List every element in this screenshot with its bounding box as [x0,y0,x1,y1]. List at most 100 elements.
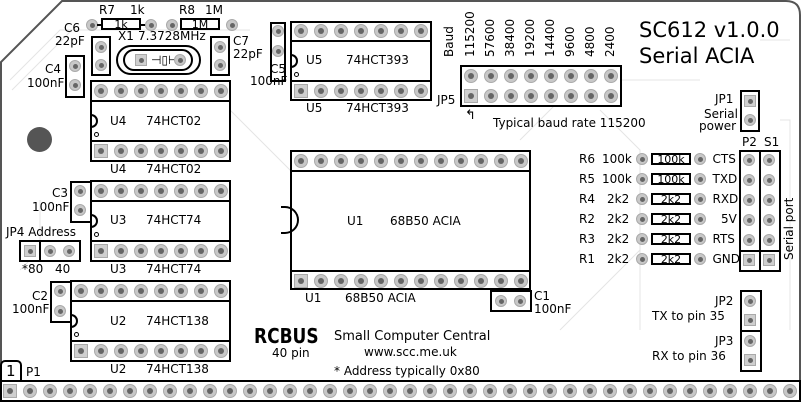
u5-pin [294,24,308,38]
u4-pin [174,84,188,98]
c1-pad-1 [495,295,507,307]
c1-pad-2 [514,295,526,307]
c7-pad-2 [214,59,226,71]
divider [290,170,531,172]
u1-pin [394,274,408,288]
u1-pin [414,274,428,288]
u3-part: 74HCT74 [146,213,202,227]
baud-rate-label: 115200 [463,11,477,57]
u1-ref-below: U1 [305,291,322,305]
c3-pad-1 [74,185,86,197]
p1-ref: P1 [26,365,41,379]
u1-pin [294,154,308,168]
divider [90,200,231,202]
serial-port-pin [743,174,755,186]
bus-pin [143,384,157,398]
jp1-pad-1 [744,95,756,107]
u4-pin [194,144,208,158]
baud-rate-label: 4800 [583,26,597,57]
u2-pin [214,284,228,298]
pin1-dot [74,332,79,337]
c2-ref: C2 [32,289,49,303]
u2-pin [134,344,148,358]
bus-pin [523,384,537,398]
c2-value: 100nF [12,302,50,316]
baud-label: Baud [442,26,456,57]
u2-pin [114,284,128,298]
serial-port-pin [743,194,755,206]
u5-pin [314,24,328,38]
bus-pin [623,384,637,398]
divider [739,250,781,252]
c6-pad-1 [95,41,107,53]
chip-notch [90,114,98,128]
u2-pin [134,284,148,298]
c4-ref: C4 [45,62,62,76]
u5-pin [394,84,408,98]
bus-pin [283,384,297,398]
resistor-pad [636,193,648,205]
bus-pin [103,384,117,398]
resistor-pad [636,213,648,225]
u5-part-below: 74HCT393 [346,101,409,115]
u1-outline [290,150,531,290]
x1-pad-1 [135,54,147,66]
u1-pin [514,274,528,288]
board-subtitle: Serial ACIA [639,44,755,68]
u2-pin [174,284,188,298]
jp5-bottom-pin [524,89,538,103]
bus-pin [743,384,757,398]
u1-pin [294,274,308,288]
u4-pin [114,84,128,98]
u1-pin [374,154,388,168]
u4-ref: U4 [110,114,127,128]
u2-pin [74,344,88,358]
divider [70,300,231,302]
serial-port-pin [763,214,775,226]
u4-pin [134,144,148,158]
u1-notch [281,206,299,234]
u4-pin [194,84,208,98]
u3-pin [94,184,108,198]
c6-pad-2 [95,59,107,71]
r8-value: 1M [205,3,223,17]
jp5-bottom-pin [504,89,518,103]
crystal-inner [123,49,193,71]
jp3-pad-1 [744,335,756,347]
jp4-option-40: 40 [55,262,71,276]
c1-ref: C1 [534,289,551,303]
jp1-ref: JP1 [715,92,734,106]
jp5-top-pin [564,69,578,83]
r8-ref: R8 [179,3,195,17]
jp5-top-pin [584,69,598,83]
u3-pin [214,244,228,258]
divider [70,340,231,342]
u5-ref: U5 [306,53,323,67]
resistor-ref: R3 [579,232,595,246]
serial-port-pin [763,154,775,166]
u4-pin [134,84,148,98]
u4-pin [94,144,108,158]
resistor-value: 2k2 [607,232,630,246]
divider [290,80,432,82]
bus-pin [383,384,397,398]
c1-value: 100nF [534,302,572,316]
serial-port-pin [743,234,755,246]
resistor-body: 2k2 [651,253,691,265]
jp2-label: TX to pin 35 [652,309,725,323]
bus-pin [463,384,477,398]
jp3-pad-2 [744,354,756,366]
x1-ref: X1 [118,29,134,43]
c6-ref: C6 [64,21,81,35]
jp5-bottom-pin [604,89,618,103]
board-title: SC612 v1.0.0 [639,18,780,42]
c7-value: 22pF [233,47,263,61]
u5-pin [294,84,308,98]
bus-pin [363,384,377,398]
bus-pin [723,384,737,398]
u2-pin [74,284,88,298]
u1-pin [514,154,528,168]
bus-pin [263,384,277,398]
baud-rate-label: 14400 [543,18,557,57]
serial-port-pin [763,194,775,206]
